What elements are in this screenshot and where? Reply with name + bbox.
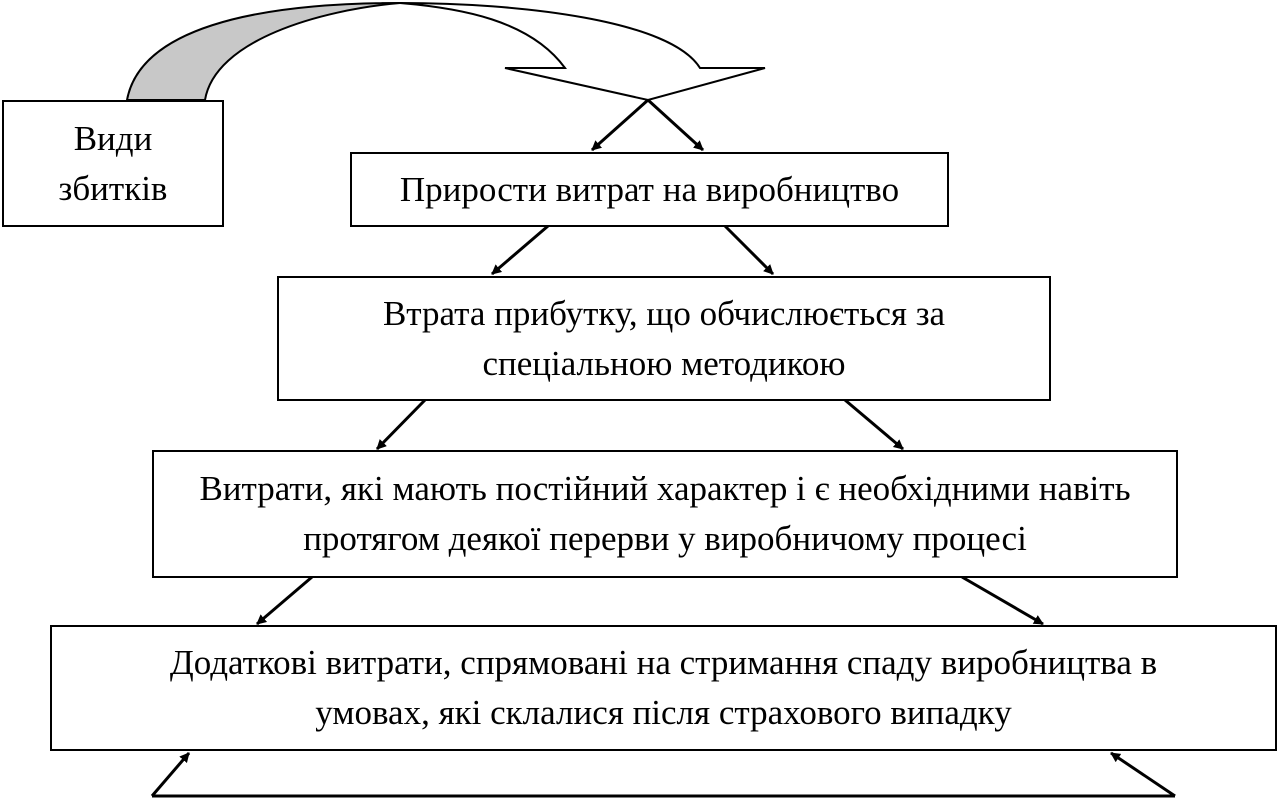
- arrow: [256, 575, 313, 626]
- level-4-box: Додаткові витрати, спрямовані на стриман…: [50, 625, 1277, 751]
- root-label: Види збитків: [58, 118, 168, 208]
- arrow: [591, 98, 649, 152]
- arrow: [844, 398, 904, 451]
- level-4-label: Додаткові витрати, спрямовані на стриман…: [169, 643, 1158, 732]
- level-2-label: Втрата прибутку, що обчислюється за спец…: [382, 293, 946, 383]
- arrow: [150, 752, 191, 797]
- level-2-box: Втрата прибутку, що обчислюється за спец…: [277, 276, 1051, 401]
- level-1-box: Прирости витрат на виробництво: [350, 152, 949, 227]
- arrow: [375, 398, 427, 451]
- curved-arrow-gray-band: [125, 2, 401, 101]
- level-3-box: Витрати, які мають постійний характер і …: [152, 450, 1178, 578]
- level-3-label: Витрати, які мають постійний характер і …: [199, 469, 1131, 558]
- arrow: [646, 98, 705, 152]
- arrow: [723, 224, 775, 276]
- root-box: Види збитків: [2, 100, 224, 227]
- arrow: [1110, 751, 1176, 798]
- curved-arrow-body: [399, 2, 766, 102]
- level-1-label: Прирости витрат на виробництво: [399, 169, 900, 209]
- arrow: [491, 224, 549, 276]
- arrow: [961, 575, 1044, 626]
